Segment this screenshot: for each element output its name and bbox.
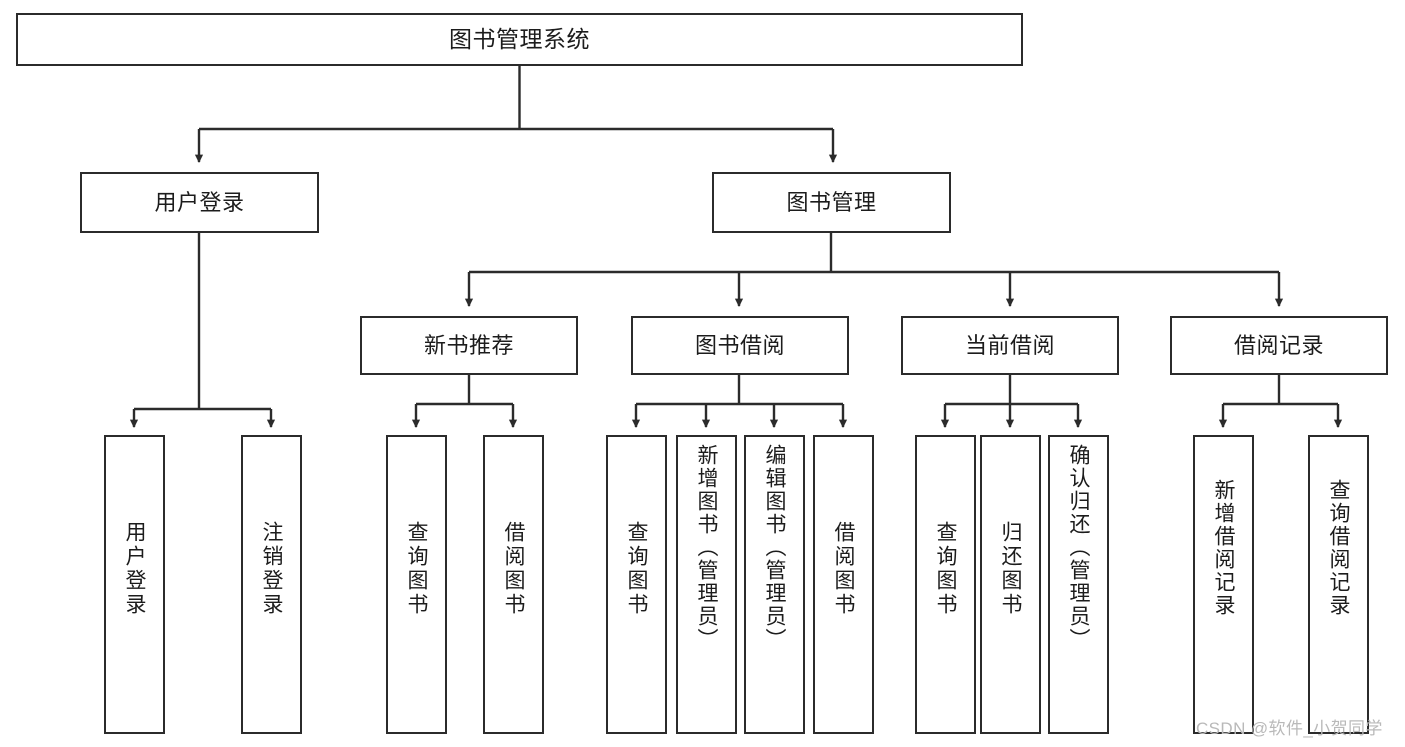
node-borrow-record[interactable]: 借阅记录	[1170, 316, 1388, 375]
node-user-login[interactable]: 用户登录	[80, 172, 319, 233]
node-book-management[interactable]: 图书管理	[712, 172, 951, 233]
leaf-current-return-book[interactable]: 归还图书	[980, 435, 1041, 734]
node-label: 查询图书	[934, 521, 957, 617]
node-label: 新增图书（管理员）	[695, 444, 718, 651]
leaf-borrow-edit-book-admin[interactable]: 编辑图书（管理员）	[744, 435, 805, 734]
leaf-user-login-sign-out[interactable]: 注销登录	[241, 435, 302, 734]
node-label: 当前借阅	[964, 332, 1055, 358]
leaf-borrow-query-book[interactable]: 查询图书	[606, 435, 667, 734]
node-label: 借阅图书	[502, 521, 525, 617]
leaf-borrow-borrow-book[interactable]: 借阅图书	[813, 435, 874, 734]
leaf-current-query-book[interactable]: 查询图书	[915, 435, 976, 734]
leaf-borrow-add-book-admin[interactable]: 新增图书（管理员）	[676, 435, 737, 734]
node-label: 图书借阅	[694, 332, 785, 358]
node-label: 用户登录	[154, 189, 245, 215]
node-label: 归还图书	[999, 521, 1022, 617]
node-root-book-management-system[interactable]: 图书管理系统	[16, 13, 1023, 66]
node-label: 借阅记录	[1233, 332, 1324, 358]
csdn-watermark: CSDN @软件_小贺同学	[1196, 719, 1383, 738]
leaf-record-add-borrow-record[interactable]: 新增借阅记录	[1193, 435, 1254, 734]
leaf-new-book-query-book[interactable]: 查询图书	[386, 435, 447, 734]
leaf-new-book-borrow-book[interactable]: 借阅图书	[483, 435, 544, 734]
node-label: 新书推荐	[423, 332, 514, 358]
node-label: 编辑图书（管理员）	[763, 444, 786, 651]
node-label: 查询图书	[625, 521, 648, 617]
node-label: 新增借阅记录	[1212, 479, 1235, 617]
node-book-borrowing[interactable]: 图书借阅	[631, 316, 849, 375]
node-new-book-recommendation[interactable]: 新书推荐	[360, 316, 578, 375]
leaf-user-login-sign-in[interactable]: 用户登录	[104, 435, 165, 734]
leaf-record-query-borrow-record[interactable]: 查询借阅记录	[1308, 435, 1369, 734]
node-label: 查询借阅记录	[1327, 479, 1350, 617]
node-label: 图书管理	[786, 189, 877, 215]
node-label: 借阅图书	[832, 521, 855, 617]
node-label: 图书管理系统	[449, 26, 590, 53]
node-current-borrowing[interactable]: 当前借阅	[901, 316, 1119, 375]
node-label: 查询图书	[405, 521, 428, 617]
node-label: 确认归还（管理员）	[1067, 444, 1090, 651]
leaf-current-confirm-return-admin[interactable]: 确认归还（管理员）	[1048, 435, 1109, 734]
node-label: 用户登录	[123, 521, 146, 617]
node-label: 注销登录	[260, 521, 283, 617]
